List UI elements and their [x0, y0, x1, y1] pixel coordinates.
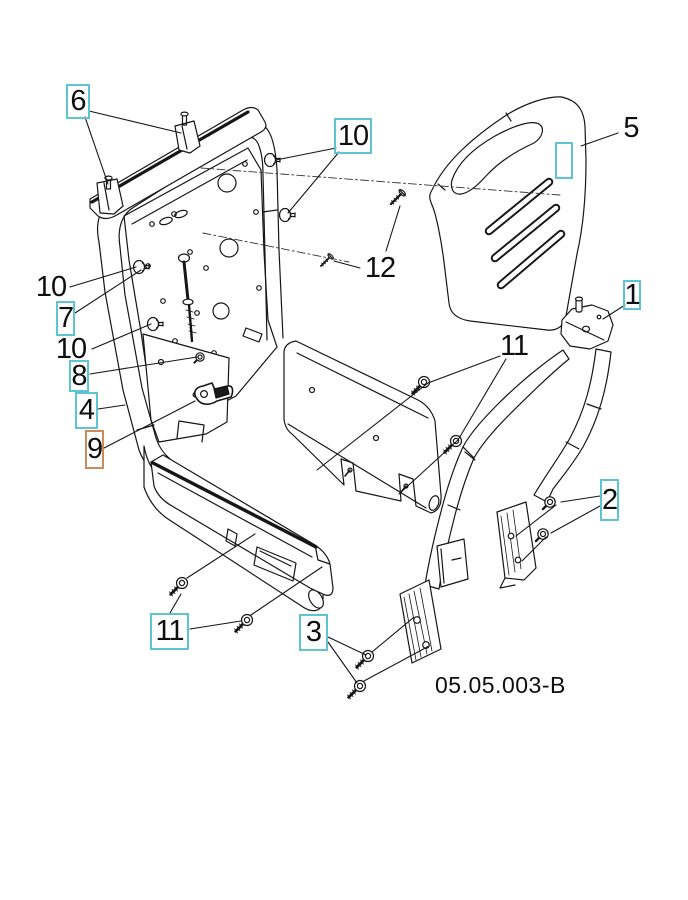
cap-fastener: [278, 207, 296, 223]
callout-4[interactable]: 4: [75, 392, 98, 429]
callout-highlight-box-5[interactable]: [555, 142, 573, 179]
right-mount-bracket: [496, 501, 537, 589]
support-tube-assembly: [424, 296, 614, 590]
hinge-stud: [180, 111, 189, 126]
callout-8[interactable]: 8: [69, 360, 89, 392]
leader-lines: [69, 110, 626, 684]
callout-1[interactable]: 1: [623, 278, 641, 311]
lower-mount-bracket: [399, 579, 442, 664]
reference-axis-line: [200, 167, 561, 263]
callout-9[interactable]: 9: [85, 430, 104, 469]
cap-fastener: [146, 316, 164, 332]
callout-12: 12: [364, 251, 396, 284]
flange-bolt: [169, 576, 189, 597]
callout-5: 5: [623, 111, 639, 144]
flange-nut: [534, 528, 549, 543]
panel-bolt: [177, 253, 197, 343]
callout-10-top[interactable]: 10: [334, 118, 372, 154]
vent-slot: [484, 177, 566, 290]
callout-3[interactable]: 3: [299, 614, 328, 651]
flange-bolt: [234, 613, 254, 634]
screw: [320, 253, 334, 267]
flange-nut: [193, 352, 205, 364]
latch-clip: [194, 382, 234, 405]
callout-2[interactable]: 2: [600, 479, 619, 521]
callout-11-bottom[interactable]: 11: [150, 613, 189, 650]
callout-7[interactable]: 7: [56, 301, 75, 336]
bumper-plate: [150, 454, 334, 596]
panel-stud: [344, 467, 353, 477]
callout-6[interactable]: 6: [66, 84, 90, 119]
callout-11-middle: 11: [499, 329, 529, 362]
cap-fastener: [132, 259, 150, 275]
middle-panel: [283, 340, 442, 514]
flange-bolt: [355, 649, 375, 670]
screw: [389, 188, 407, 206]
callout-10-left-upper: 10: [35, 271, 67, 303]
drawing-number: 05.05.003-B: [435, 672, 566, 698]
flange-nut: [541, 496, 556, 511]
callout-10-left-lower: 10: [55, 333, 87, 365]
hood-hinge-bar: [89, 106, 267, 220]
vented-side-panel: [429, 96, 587, 331]
flange-bolt: [411, 375, 431, 396]
